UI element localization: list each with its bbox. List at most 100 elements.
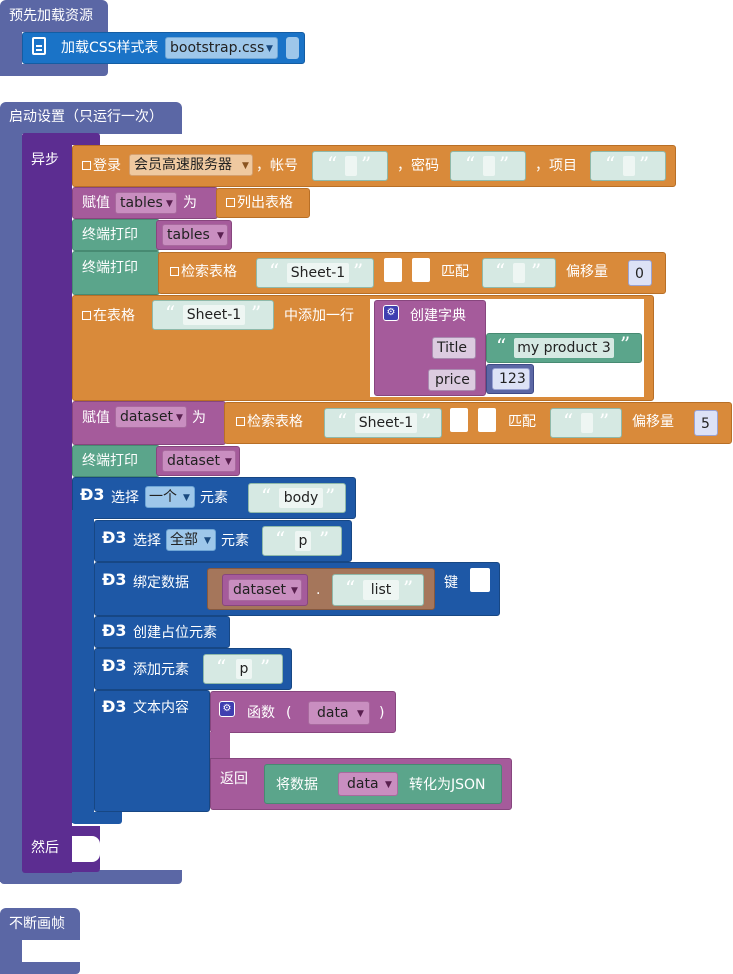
d3-logo-icon: Ɖ3 bbox=[102, 697, 127, 716]
dict-val1-string[interactable]: “my product 3” bbox=[492, 334, 640, 362]
dict-val2-number[interactable]: 123 bbox=[492, 368, 530, 390]
server-value: 会员高速服务器 bbox=[134, 157, 232, 173]
chevron-down-icon: ▼ bbox=[266, 44, 273, 54]
password-label: ，密码 bbox=[397, 158, 439, 174]
dict-key-title-text: Title bbox=[437, 340, 468, 356]
empty-socket[interactable] bbox=[478, 408, 496, 432]
account-input[interactable] bbox=[345, 156, 357, 176]
document-icon bbox=[32, 37, 46, 55]
d3-logo-icon: Ɖ3 bbox=[80, 485, 105, 504]
login-label: 登录 bbox=[82, 157, 121, 175]
text-content-label: 文本内容 bbox=[133, 700, 189, 716]
gear-icon[interactable]: ⚙ bbox=[219, 701, 235, 717]
select-all-mode-dropdown[interactable]: 全部 ▼ bbox=[166, 529, 216, 551]
preload-hat-block[interactable] bbox=[0, 0, 108, 32]
chevron-down-icon: ▼ bbox=[357, 709, 364, 719]
sheet-string[interactable]: “Sheet-1” bbox=[256, 258, 374, 288]
append-value-string[interactable]: “p” bbox=[203, 654, 283, 684]
select-all-value-input[interactable]: p bbox=[295, 531, 311, 551]
create-dict-label: 创建字典 bbox=[410, 308, 466, 324]
chevron-down-icon: ▼ bbox=[242, 161, 249, 171]
to-json-var-dropdown[interactable]: data ▼ bbox=[338, 772, 398, 796]
dataset-search-label: 检索表格 bbox=[236, 413, 303, 431]
dataset-var-dropdown[interactable]: dataset ▼ bbox=[115, 406, 187, 428]
enter-label: 创建占位元素 bbox=[133, 625, 217, 641]
bind-key-string[interactable]: “list” bbox=[332, 574, 424, 606]
chevron-down-icon: ▼ bbox=[217, 231, 224, 241]
to-json-block[interactable] bbox=[264, 764, 502, 804]
dataset-offset-value: 5 bbox=[701, 416, 710, 432]
as-label: 为 bbox=[183, 195, 197, 211]
dict-key-price[interactable]: price bbox=[428, 369, 476, 391]
print-search-label: 终端打印 bbox=[82, 260, 138, 276]
dataset-sheet-input[interactable]: Sheet-1 bbox=[355, 413, 417, 433]
select-all-value-string[interactable]: “p” bbox=[262, 526, 342, 556]
account-string[interactable]: “” bbox=[312, 151, 388, 181]
startup-hat-block[interactable] bbox=[0, 102, 182, 134]
row-sheet-string[interactable]: “Sheet-1” bbox=[152, 300, 274, 330]
bind-key-input[interactable]: list bbox=[363, 580, 399, 600]
to-json-var-value: data bbox=[347, 776, 379, 792]
tables-getter-dropdown[interactable]: tables ▼ bbox=[162, 224, 228, 246]
startup-title: 启动设置（只运行一次） bbox=[9, 109, 163, 125]
project-string[interactable]: “” bbox=[590, 151, 666, 181]
append-label: 添加元素 bbox=[133, 662, 189, 678]
async-top bbox=[22, 133, 100, 145]
preload-body-bottom bbox=[0, 64, 108, 76]
dataset-match-string[interactable]: “” bbox=[550, 408, 622, 438]
server-dropdown[interactable]: 会员高速服务器 ▼ bbox=[129, 154, 253, 176]
bind-dot: . bbox=[316, 582, 321, 598]
empty-socket[interactable] bbox=[470, 568, 490, 592]
tables-var-value: tables bbox=[120, 195, 163, 211]
css-file-dropdown[interactable]: bootstrap.css ▼ bbox=[165, 37, 278, 59]
load-css-label: 加载CSS样式表 bbox=[61, 40, 159, 56]
chevron-down-icon: ▼ bbox=[183, 493, 190, 503]
gear-icon[interactable]: ⚙ bbox=[383, 305, 399, 321]
async-block[interactable] bbox=[22, 133, 72, 873]
row-sheet-input[interactable]: Sheet-1 bbox=[183, 305, 245, 325]
print-dataset-block[interactable] bbox=[72, 445, 160, 477]
tables-var-dropdown[interactable]: tables ▼ bbox=[115, 192, 177, 214]
return-label: 返回 bbox=[220, 771, 248, 787]
print-dataset-label: 终端打印 bbox=[82, 453, 138, 469]
add-row-label: 中添加一行 bbox=[284, 308, 354, 324]
func-param-dropdown[interactable]: data ▼ bbox=[308, 701, 370, 725]
dataset-offset-number[interactable]: 5 bbox=[694, 410, 718, 436]
offset-number[interactable]: 0 bbox=[628, 260, 652, 286]
empty-socket[interactable] bbox=[384, 258, 402, 282]
d3-text-block[interactable] bbox=[94, 690, 210, 812]
empty-input-slot[interactable] bbox=[286, 37, 299, 59]
append-value-input[interactable]: p bbox=[236, 659, 252, 679]
project-input[interactable] bbox=[623, 156, 635, 176]
dataset-match-input[interactable] bbox=[581, 413, 593, 433]
select-mode-dropdown[interactable]: 一个 ▼ bbox=[145, 486, 195, 508]
select-value-string[interactable]: “body” bbox=[248, 483, 346, 513]
draw-loop-hat-block[interactable] bbox=[0, 908, 80, 940]
password-input[interactable] bbox=[483, 156, 495, 176]
empty-socket[interactable] bbox=[450, 408, 468, 432]
list-tables-block[interactable] bbox=[216, 188, 310, 218]
to-json-suffix: 转化为JSON bbox=[409, 777, 486, 793]
match-input[interactable] bbox=[513, 263, 525, 283]
project-label: ，项目 bbox=[535, 158, 577, 174]
select-value-input[interactable]: body bbox=[279, 488, 323, 508]
sheet-input[interactable]: Sheet-1 bbox=[287, 263, 349, 283]
search-table-text: 检索表格 bbox=[181, 264, 237, 280]
bind-dataset-dropdown[interactable]: dataset ▼ bbox=[228, 579, 302, 601]
dataset-offset-label: 偏移量 bbox=[632, 414, 674, 430]
empty-socket[interactable] bbox=[412, 258, 430, 282]
match-string[interactable]: “” bbox=[482, 258, 556, 288]
print-search-block[interactable] bbox=[72, 251, 160, 295]
func-label: 函数 bbox=[247, 705, 275, 721]
chevron-down-icon: ▼ bbox=[291, 586, 298, 596]
dataset-search-text: 检索表格 bbox=[247, 414, 303, 430]
password-string[interactable]: “” bbox=[450, 151, 526, 181]
dict-key-title[interactable]: Title bbox=[432, 337, 476, 359]
d3-enter-block[interactable] bbox=[94, 616, 230, 648]
dict-val1-input[interactable]: my product 3 bbox=[514, 338, 614, 358]
list-tables-text: 列出表格 bbox=[237, 195, 293, 211]
dataset-getter-dropdown[interactable]: dataset ▼ bbox=[162, 450, 236, 472]
func-open-paren: ( bbox=[286, 705, 292, 721]
dataset-sheet-string[interactable]: “Sheet-1” bbox=[324, 408, 442, 438]
print-tables-block[interactable] bbox=[72, 219, 160, 251]
